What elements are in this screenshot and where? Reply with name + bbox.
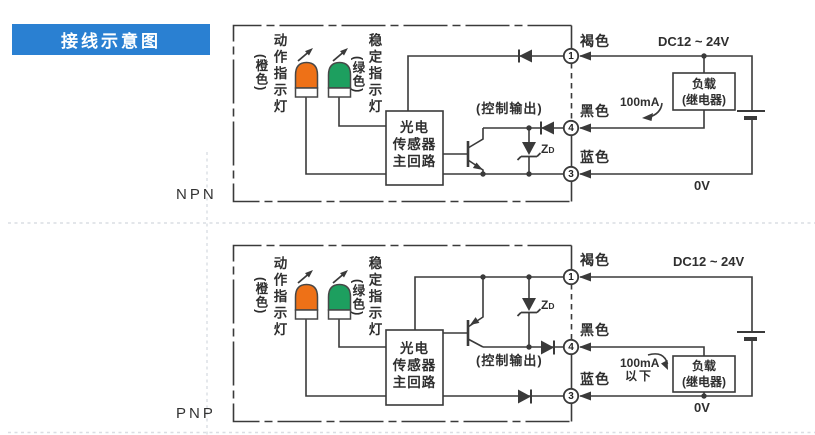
npn-supply-diode	[518, 49, 532, 63]
npn-supply-voltage-label: DC12 ~ 24V	[658, 34, 730, 49]
npn-stable-led-wire	[338, 97, 386, 127]
pnp-action-led-orange	[294, 270, 319, 320]
npn-stable-led-green	[327, 48, 352, 98]
npn-zero-rail	[580, 118, 753, 175]
npn-terminal-3: 3	[568, 168, 574, 180]
pnp-current-arrow	[647, 353, 669, 370]
pnp-circuit	[232, 244, 765, 423]
pnp-action-indicator-color-note: (橙色)	[253, 277, 268, 315]
npn-brown-wire-label: 褐色	[580, 33, 610, 49]
npn-output-diode	[540, 121, 554, 135]
npn-load-box-label: 负载 (继电器)	[682, 77, 726, 107]
pnp-terminals	[562, 268, 591, 405]
pnp-sensor-outline	[232, 244, 572, 423]
pnp-plus-rail	[580, 276, 753, 332]
npn-stable-indicator-color-note: (绿色)	[350, 56, 365, 94]
npn-action-indicator-color-note: (橙色)	[253, 54, 268, 92]
npn-action-led-wire	[305, 97, 386, 175]
pnp-stable-led-arrow	[332, 273, 344, 284]
pnp-battery	[737, 331, 765, 341]
pnp-terminal-4: 4	[568, 341, 574, 353]
pnp-supply-wire	[414, 276, 563, 330]
npn-load-wire-bottom	[580, 110, 705, 129]
section-title-banner: 接线示意图	[12, 24, 210, 55]
pnp-brown-wire-label: 褐色	[580, 252, 610, 268]
npn-action-led-orange	[294, 48, 319, 98]
pnp-terminal-1: 1	[568, 271, 574, 283]
npn-terminal-4: 4	[568, 122, 574, 134]
pnp-sensor-box-label: 光电 传感器 主回路	[392, 341, 437, 390]
section-title: 接线示意图	[61, 32, 161, 51]
pnp-stable-led-wire	[338, 319, 386, 348]
pnp-blue-wire-label: 蓝色	[580, 371, 610, 387]
npn-current-label: 100mA	[620, 95, 660, 109]
pnp-control-output-label: (控制输出)	[476, 353, 543, 368]
pnp-common-diode	[518, 389, 532, 404]
pnp-output-diode	[541, 340, 555, 355]
table-grid-lines	[8, 152, 815, 435]
pnp-zener-label: ZD	[541, 298, 555, 312]
npn-action-indicator-label: 动作指示灯	[271, 33, 287, 116]
npn-zener-diode	[516, 128, 542, 174]
pnp-load-wire-top	[580, 346, 705, 356]
pnp-current-label: 100mA	[620, 356, 660, 370]
pnp-ground-label: 0V	[694, 400, 710, 415]
npn-black-wire-label: 黑色	[580, 103, 610, 119]
pnp-stable-led-green	[327, 270, 352, 320]
pnp-current-label-2: 以下	[625, 369, 654, 383]
npn-terminals	[562, 47, 591, 183]
npn-transistor	[443, 128, 484, 174]
npn-type-label: NPN	[176, 186, 217, 203]
npn-stable-led-arrow	[332, 51, 344, 62]
npn-stable-indicator-label: 稳定指示灯	[366, 33, 382, 116]
npn-supply-wire	[407, 55, 563, 111]
pnp-action-indicator-label: 动作指示灯	[271, 256, 287, 339]
pnp-supply-voltage-label: DC12 ~ 24V	[673, 254, 745, 269]
pnp-zero-rail	[580, 339, 753, 397]
npn-battery	[737, 110, 765, 120]
pnp-black-wire-label: 黑色	[580, 322, 610, 338]
pnp-action-led-wire	[305, 319, 386, 397]
npn-sensor-box-label: 光电 传感器 主回路	[392, 120, 437, 169]
npn-action-led-arrow	[297, 51, 309, 62]
npn-ground-label: 0V	[694, 178, 710, 193]
npn-control-output-label: (控制输出)	[476, 101, 543, 116]
npn-zener-label: ZD	[541, 142, 555, 156]
npn-circuit	[232, 24, 765, 203]
npn-blue-wire-label: 蓝色	[580, 149, 610, 165]
npn-plus-rail	[580, 55, 753, 111]
pnp-transistor	[443, 277, 484, 348]
pnp-action-led-arrow	[297, 273, 309, 284]
pnp-stable-indicator-label: 稳定指示灯	[366, 256, 382, 339]
npn-terminal-1: 1	[568, 50, 574, 62]
npn-sensor-box	[385, 110, 444, 186]
pnp-load-box-label: 负载 (继电器)	[682, 359, 726, 389]
pnp-type-label: PNP	[176, 405, 216, 422]
pnp-terminal-3: 3	[568, 390, 574, 402]
pnp-zener-diode	[516, 277, 542, 347]
npn-current-arrow	[642, 102, 663, 121]
pnp-stable-indicator-color-note: (绿色)	[350, 279, 365, 317]
npn-sensor-outline	[232, 24, 572, 203]
